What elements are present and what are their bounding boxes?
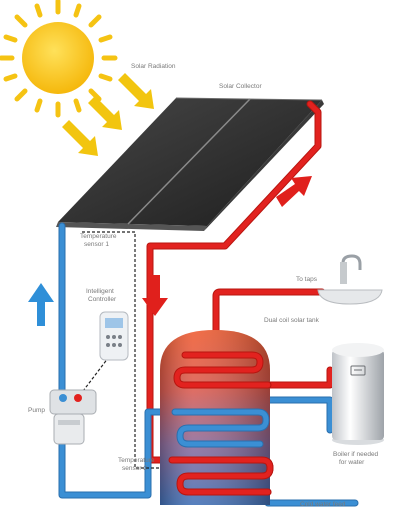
label-temperature-sensor-2-line1: Temperature [118,457,155,464]
pump-icon [49,389,97,445]
tap-icon [317,254,383,305]
label-boiler-line1: Boiler if needed [333,451,379,458]
sun-icon [0,0,118,118]
label-intelligent-controller-line1: Intelligent [86,288,114,295]
radiation-arrows [62,73,154,156]
hot-flow-arrow [276,176,312,207]
label-pump: Pump [28,407,45,414]
label-cold-water-feed: Cold water feed [300,501,346,508]
label-solar-collector: Solar Collector [219,83,262,90]
solar-collector-panel [56,97,324,231]
label-boiler-line2: for water [339,459,365,466]
label-solar-radiation: Solar Radiation [131,63,176,70]
tank-coils [168,351,274,496]
radiation-arrow [118,73,154,109]
label-temperature-sensor-1-line2: sensor 1 [84,241,109,248]
radiation-arrow [88,96,122,130]
label-intelligent-controller-line2: Controller [88,296,117,303]
label-to-taps: To taps [296,276,318,283]
boiler-icon [332,343,384,445]
radiation-arrow [62,120,98,156]
label-temperature-sensor-2-line2: sensor 2 [122,465,147,472]
label-temperature-sensor-1-line1: Temperature [80,233,117,240]
down-flow-arrow [142,275,168,316]
controller-icon [99,311,129,361]
labels: Solar Radiation Solar Collector Temperat… [28,63,379,508]
label-dual-coil-solar-tank: Dual coil solar tank [264,317,320,324]
up-flow-arrow [28,283,54,326]
flow-arrows [28,176,312,326]
